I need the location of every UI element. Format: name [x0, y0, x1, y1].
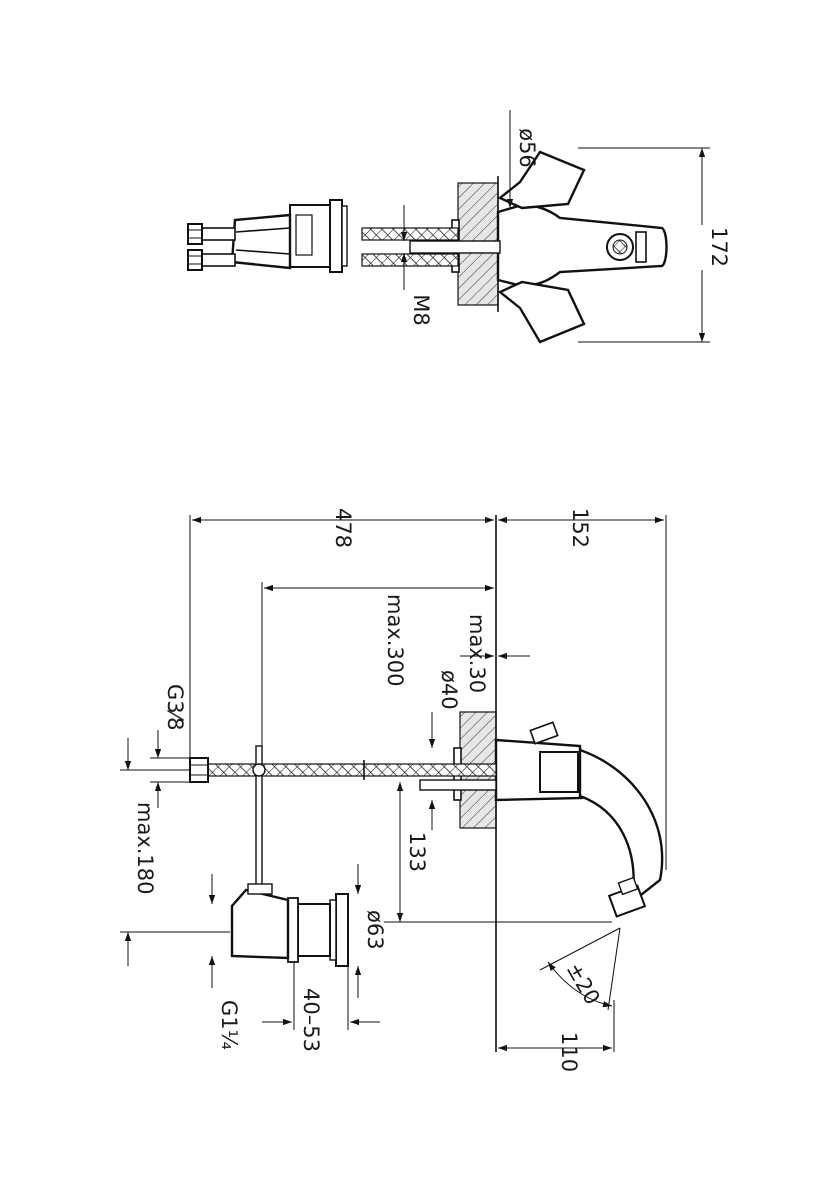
dim-top-handle-dia: ø56 [515, 128, 539, 168]
top-mixer-body [496, 203, 668, 288]
side-hose [205, 763, 497, 777]
top-handle-lower [497, 280, 586, 344]
dim-side-waste-thread: G1¼ [217, 1000, 241, 1050]
top-view: ø56 172 M8 [187, 110, 731, 344]
side-hose-nut [189, 757, 209, 783]
top-connector-nut-upper [187, 223, 203, 245]
top-hose-upper [361, 227, 459, 241]
side-handle [539, 751, 579, 793]
top-rod [409, 240, 501, 254]
dim-top-height: 172 [707, 227, 731, 267]
top-waste-plate [329, 199, 343, 273]
dim-side-waste-range: 40–53 [299, 988, 323, 1052]
dim-side-hose-thread: G3⁄8 [163, 684, 187, 731]
side-waste-body [297, 903, 331, 957]
dim-side-nozzle-offset: 110 [557, 1032, 581, 1072]
dim-side-rod-max: max.300 [383, 594, 407, 687]
dim-side-waste-dia: ø63 [363, 910, 387, 950]
dim-side-hose-drop: 133 [405, 832, 429, 872]
top-handle-upper [497, 150, 586, 210]
top-hose-lower [361, 253, 459, 267]
dim-top-rod-thread: M8 [409, 294, 433, 325]
side-view: 478 152 max.300 max.30 ø40 G3⁄8 max.180 [120, 508, 667, 1072]
dim-side-hole-dia: ø40 [437, 670, 461, 710]
dim-side-deck-max: max.30 [465, 614, 489, 693]
dim-side-reach: 152 [568, 508, 592, 548]
dim-side-length: 478 [331, 508, 355, 548]
side-waste-plate [335, 893, 349, 967]
top-connector-nut-lower [187, 249, 203, 271]
dim-side-popup-max: max.180 [133, 802, 157, 895]
side-spout [578, 748, 664, 905]
